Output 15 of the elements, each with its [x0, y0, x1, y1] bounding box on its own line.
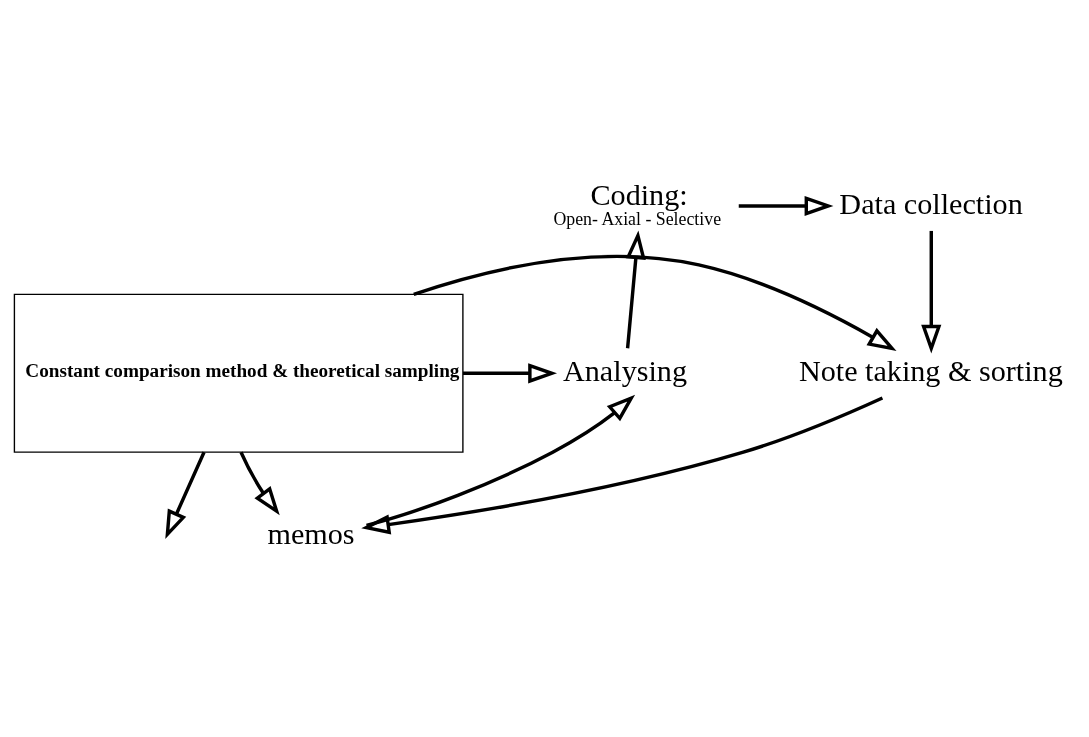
- arrow: [361, 396, 884, 535]
- arrow: [463, 363, 557, 384]
- arrow: [921, 230, 942, 354]
- arrow: [366, 394, 636, 528]
- node-text: Analysing: [563, 353, 687, 388]
- arrow: [625, 230, 646, 349]
- node-text: Coding: Open- Axial - Selective: [553, 177, 722, 230]
- arrow: [165, 451, 206, 540]
- node-box: Constant comparison method & theoretical sampling: [13, 293, 464, 453]
- arrow: [738, 195, 834, 217]
- node-text: memos: [267, 516, 355, 551]
- arrow: [413, 254, 897, 352]
- node-text: Note taking & sorting: [798, 353, 1063, 388]
- arrow: [239, 451, 280, 516]
- node-text: Data collection: [839, 186, 1023, 221]
